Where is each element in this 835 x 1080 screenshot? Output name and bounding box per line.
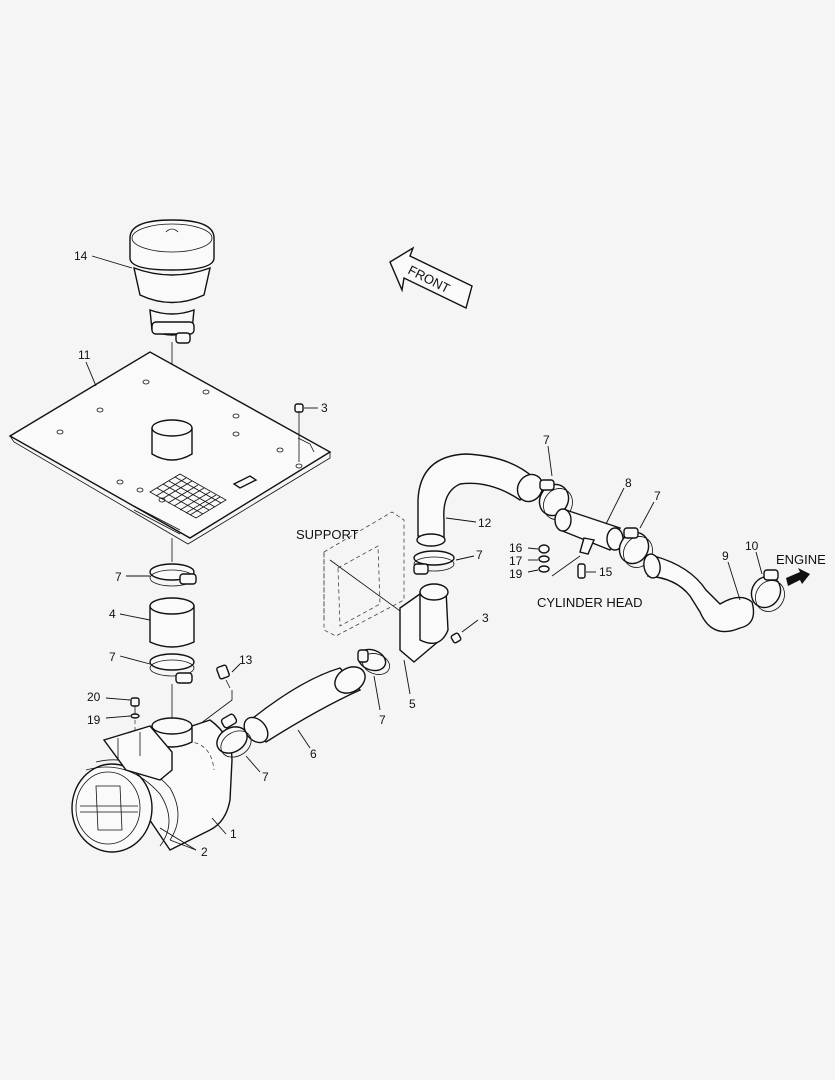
callout-20: 20 [87, 690, 101, 704]
callout-15: 15 [599, 565, 613, 579]
callout-12: 12 [478, 516, 492, 530]
callout-19a: 19 [87, 713, 101, 727]
clamp-part-7c [216, 713, 252, 758]
callout-7b: 7 [109, 650, 116, 664]
clamp-part-7b [149, 653, 195, 684]
callout-7e: 7 [476, 548, 483, 562]
callout-9: 9 [722, 549, 729, 563]
clamp-part-7g [618, 527, 653, 568]
clamp-part-7a [149, 563, 197, 587]
callout-7d: 7 [379, 713, 386, 727]
screw-part-3a [294, 403, 304, 469]
clamp-part-7e [413, 550, 455, 575]
hose-part-9 [643, 553, 755, 633]
callout-7f: 7 [543, 433, 550, 447]
front-direction-arrow: FRONT [389, 246, 473, 309]
bolt-part-15 [577, 563, 586, 579]
callout-4: 4 [109, 607, 116, 621]
engine-arrow [786, 568, 810, 586]
callout-7c: 7 [262, 770, 269, 784]
callout-16: 16 [509, 541, 523, 555]
callout-2: 2 [201, 845, 208, 859]
air-cleaner-part-1 [71, 717, 233, 853]
callout-5: 5 [409, 697, 416, 711]
callout-13: 13 [239, 653, 253, 667]
callout-7a: 7 [115, 570, 122, 584]
support-label: SUPPORT [296, 527, 359, 542]
leader-lines [85, 255, 763, 851]
clamp-part-7f [538, 479, 573, 520]
elbow-hose-part-12 [416, 453, 544, 547]
elbow-bracket-part-5 [399, 583, 462, 663]
callout-10: 10 [745, 539, 759, 553]
mounting-plate-part-11 [8, 351, 332, 545]
callout-3a: 3 [321, 401, 328, 415]
tube-part-8 [554, 508, 624, 555]
plate-grille [149, 473, 227, 519]
hose-part-6 [243, 666, 366, 744]
precleaner-part-14 [129, 219, 215, 344]
hose-part-4 [149, 597, 195, 648]
sensor-part-13 [199, 664, 233, 725]
callout-8: 8 [625, 476, 632, 490]
callout-14: 14 [74, 249, 88, 263]
callout-1: 1 [230, 827, 237, 841]
callout-6: 6 [310, 747, 317, 761]
clamp-part-7d [357, 648, 390, 675]
cylinder-head-label: CYLINDER HEAD [537, 595, 642, 610]
callout-7g: 7 [654, 489, 661, 503]
clamp-part-10 [750, 569, 785, 612]
callout-17: 17 [509, 554, 523, 568]
callout-19b: 19 [509, 567, 523, 581]
callout-11: 11 [78, 348, 91, 362]
washers-parts-16-17-19 [538, 544, 581, 577]
engine-label: ENGINE [776, 552, 826, 567]
callout-3b: 3 [482, 611, 489, 625]
